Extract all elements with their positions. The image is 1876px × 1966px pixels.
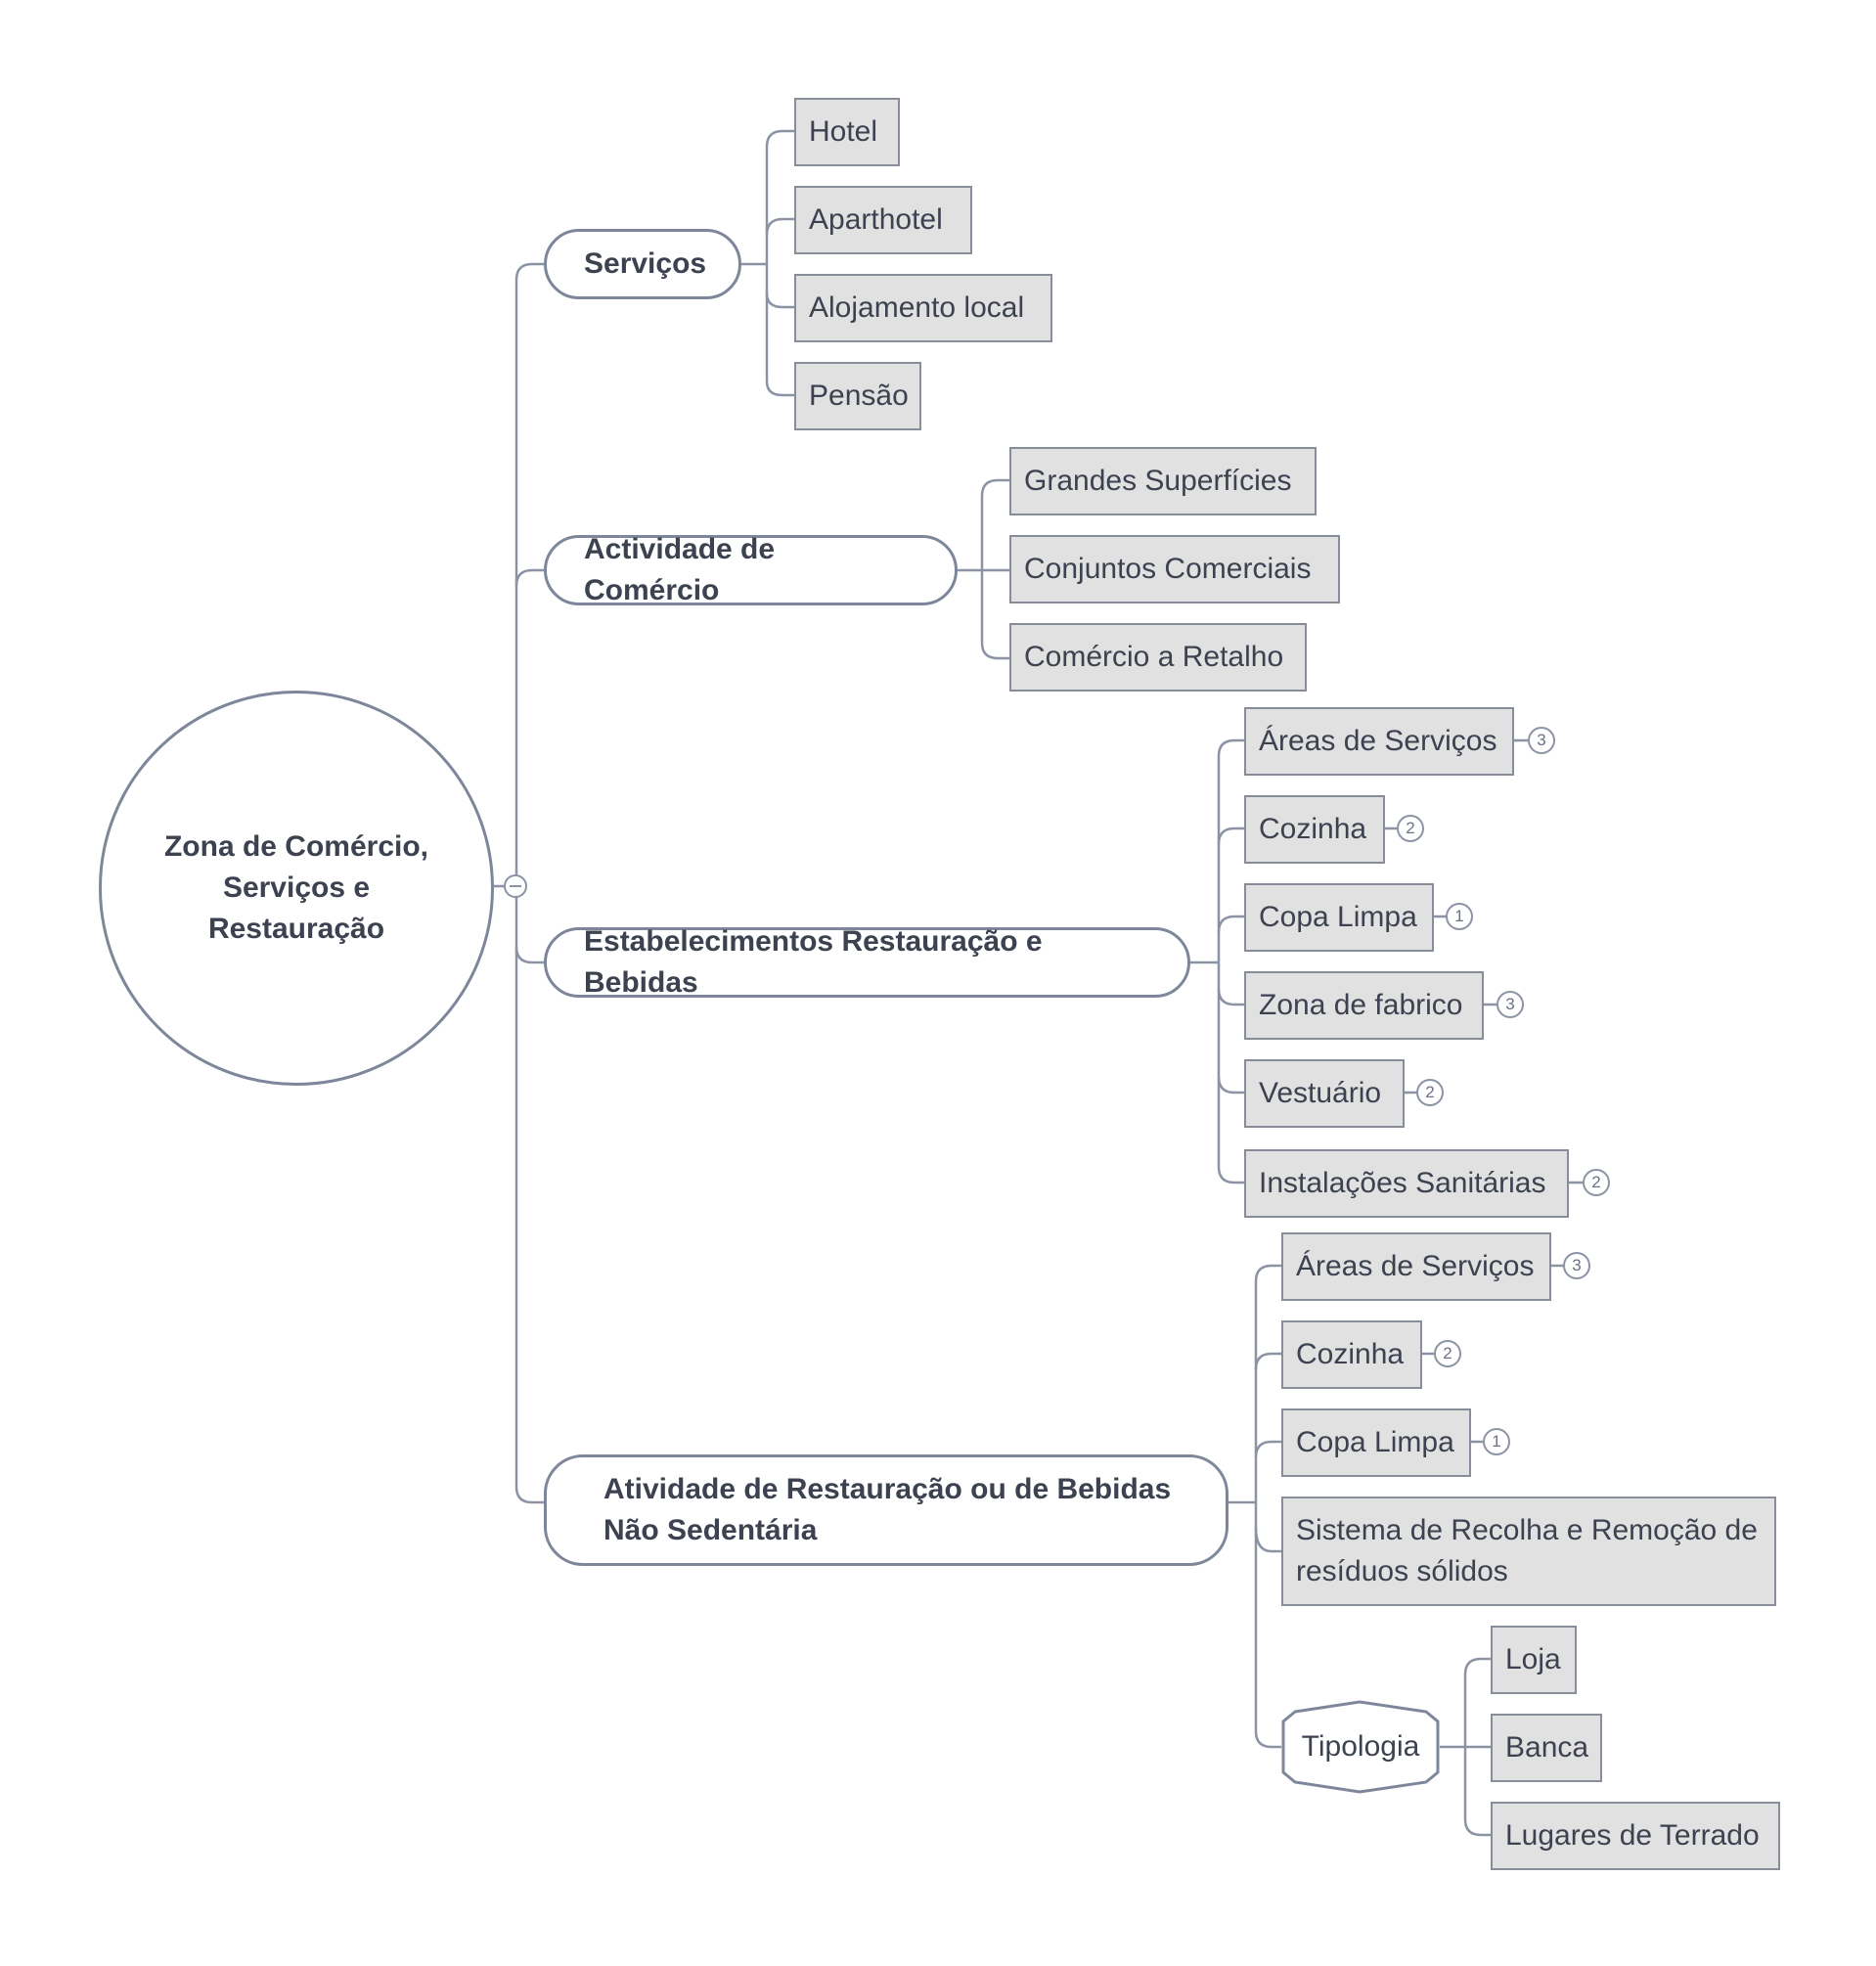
leaf-alojamento-local[interactable]: Alojamento local — [794, 274, 1052, 342]
leaf-aparthotel[interactable]: Aparthotel — [794, 186, 972, 254]
leaf-pensao[interactable]: Pensão — [794, 362, 921, 430]
count-badge: 2 — [1583, 1169, 1610, 1196]
branch-nao-sedentaria[interactable]: Atividade de Restauração ou de Bebidas N… — [544, 1454, 1228, 1566]
branch-estabelecimentos[interactable]: Estabelecimentos Restauração e Bebidas — [544, 925, 1190, 999]
leaf-comercio-retalho[interactable]: Comércio a Retalho — [1009, 623, 1307, 692]
leaf-grandes-superficies[interactable]: Grandes Superfícies — [1009, 447, 1317, 515]
root-node[interactable]: Zona de Comércio, Serviços e Restauração — [99, 691, 494, 1086]
collapse-toggle-icon[interactable] — [504, 874, 527, 898]
leaf-copa-limpa[interactable]: Copa Limpa — [1244, 883, 1434, 952]
leaf-loja[interactable]: Loja — [1491, 1626, 1577, 1694]
branch-actividade-comercio[interactable]: Actividade de Comércio — [544, 533, 958, 606]
leaf-areas-servicos[interactable]: Áreas de Serviços — [1281, 1232, 1551, 1301]
tipologia-label: Tipologia — [1301, 1730, 1420, 1763]
count-badge: 1 — [1483, 1428, 1510, 1455]
leaf-cozinha[interactable]: Cozinha — [1281, 1320, 1422, 1389]
edge-root-branch-1 — [514, 568, 544, 587]
leaf-lugares-terrado[interactable]: Lugares de Terrado — [1491, 1802, 1780, 1870]
node-tipologia[interactable]: Tipologia — [1281, 1700, 1440, 1794]
leaf-instalacoes-sanitarias[interactable]: Instalações Sanitárias — [1244, 1149, 1569, 1218]
hexagon-shape — [1281, 1700, 1440, 1794]
edge-root-branch-0 — [514, 262, 544, 281]
leaf-cozinha[interactable]: Cozinha — [1244, 795, 1385, 864]
edge-root-branch-3 — [514, 1486, 544, 1504]
leaf-vestuario[interactable]: Vestuário — [1244, 1059, 1405, 1128]
count-badge: 2 — [1434, 1340, 1461, 1367]
count-badge: 2 — [1397, 815, 1424, 842]
branch-servicos[interactable]: Serviços — [544, 229, 741, 299]
leaf-banca[interactable]: Banca — [1491, 1714, 1602, 1782]
leaf-copa-limpa[interactable]: Copa Limpa — [1281, 1408, 1471, 1477]
leaf-areas-servicos[interactable]: Áreas de Serviços — [1244, 707, 1514, 776]
count-badge: 3 — [1563, 1252, 1590, 1279]
leaf-hotel[interactable]: Hotel — [794, 98, 900, 166]
count-badge: 3 — [1528, 727, 1555, 754]
count-badge: 3 — [1496, 991, 1524, 1018]
edge-root-branch-2 — [514, 946, 544, 964]
leaf-zona-fabrico[interactable]: Zona de fabrico — [1244, 971, 1484, 1040]
count-badge: 1 — [1446, 903, 1473, 930]
count-badge: 2 — [1416, 1079, 1444, 1106]
leaf-sistema-recolha[interactable]: Sistema de Recolha e Remoção de resíduos… — [1281, 1497, 1776, 1606]
leaf-conjuntos-comerciais[interactable]: Conjuntos Comerciais — [1009, 535, 1340, 603]
